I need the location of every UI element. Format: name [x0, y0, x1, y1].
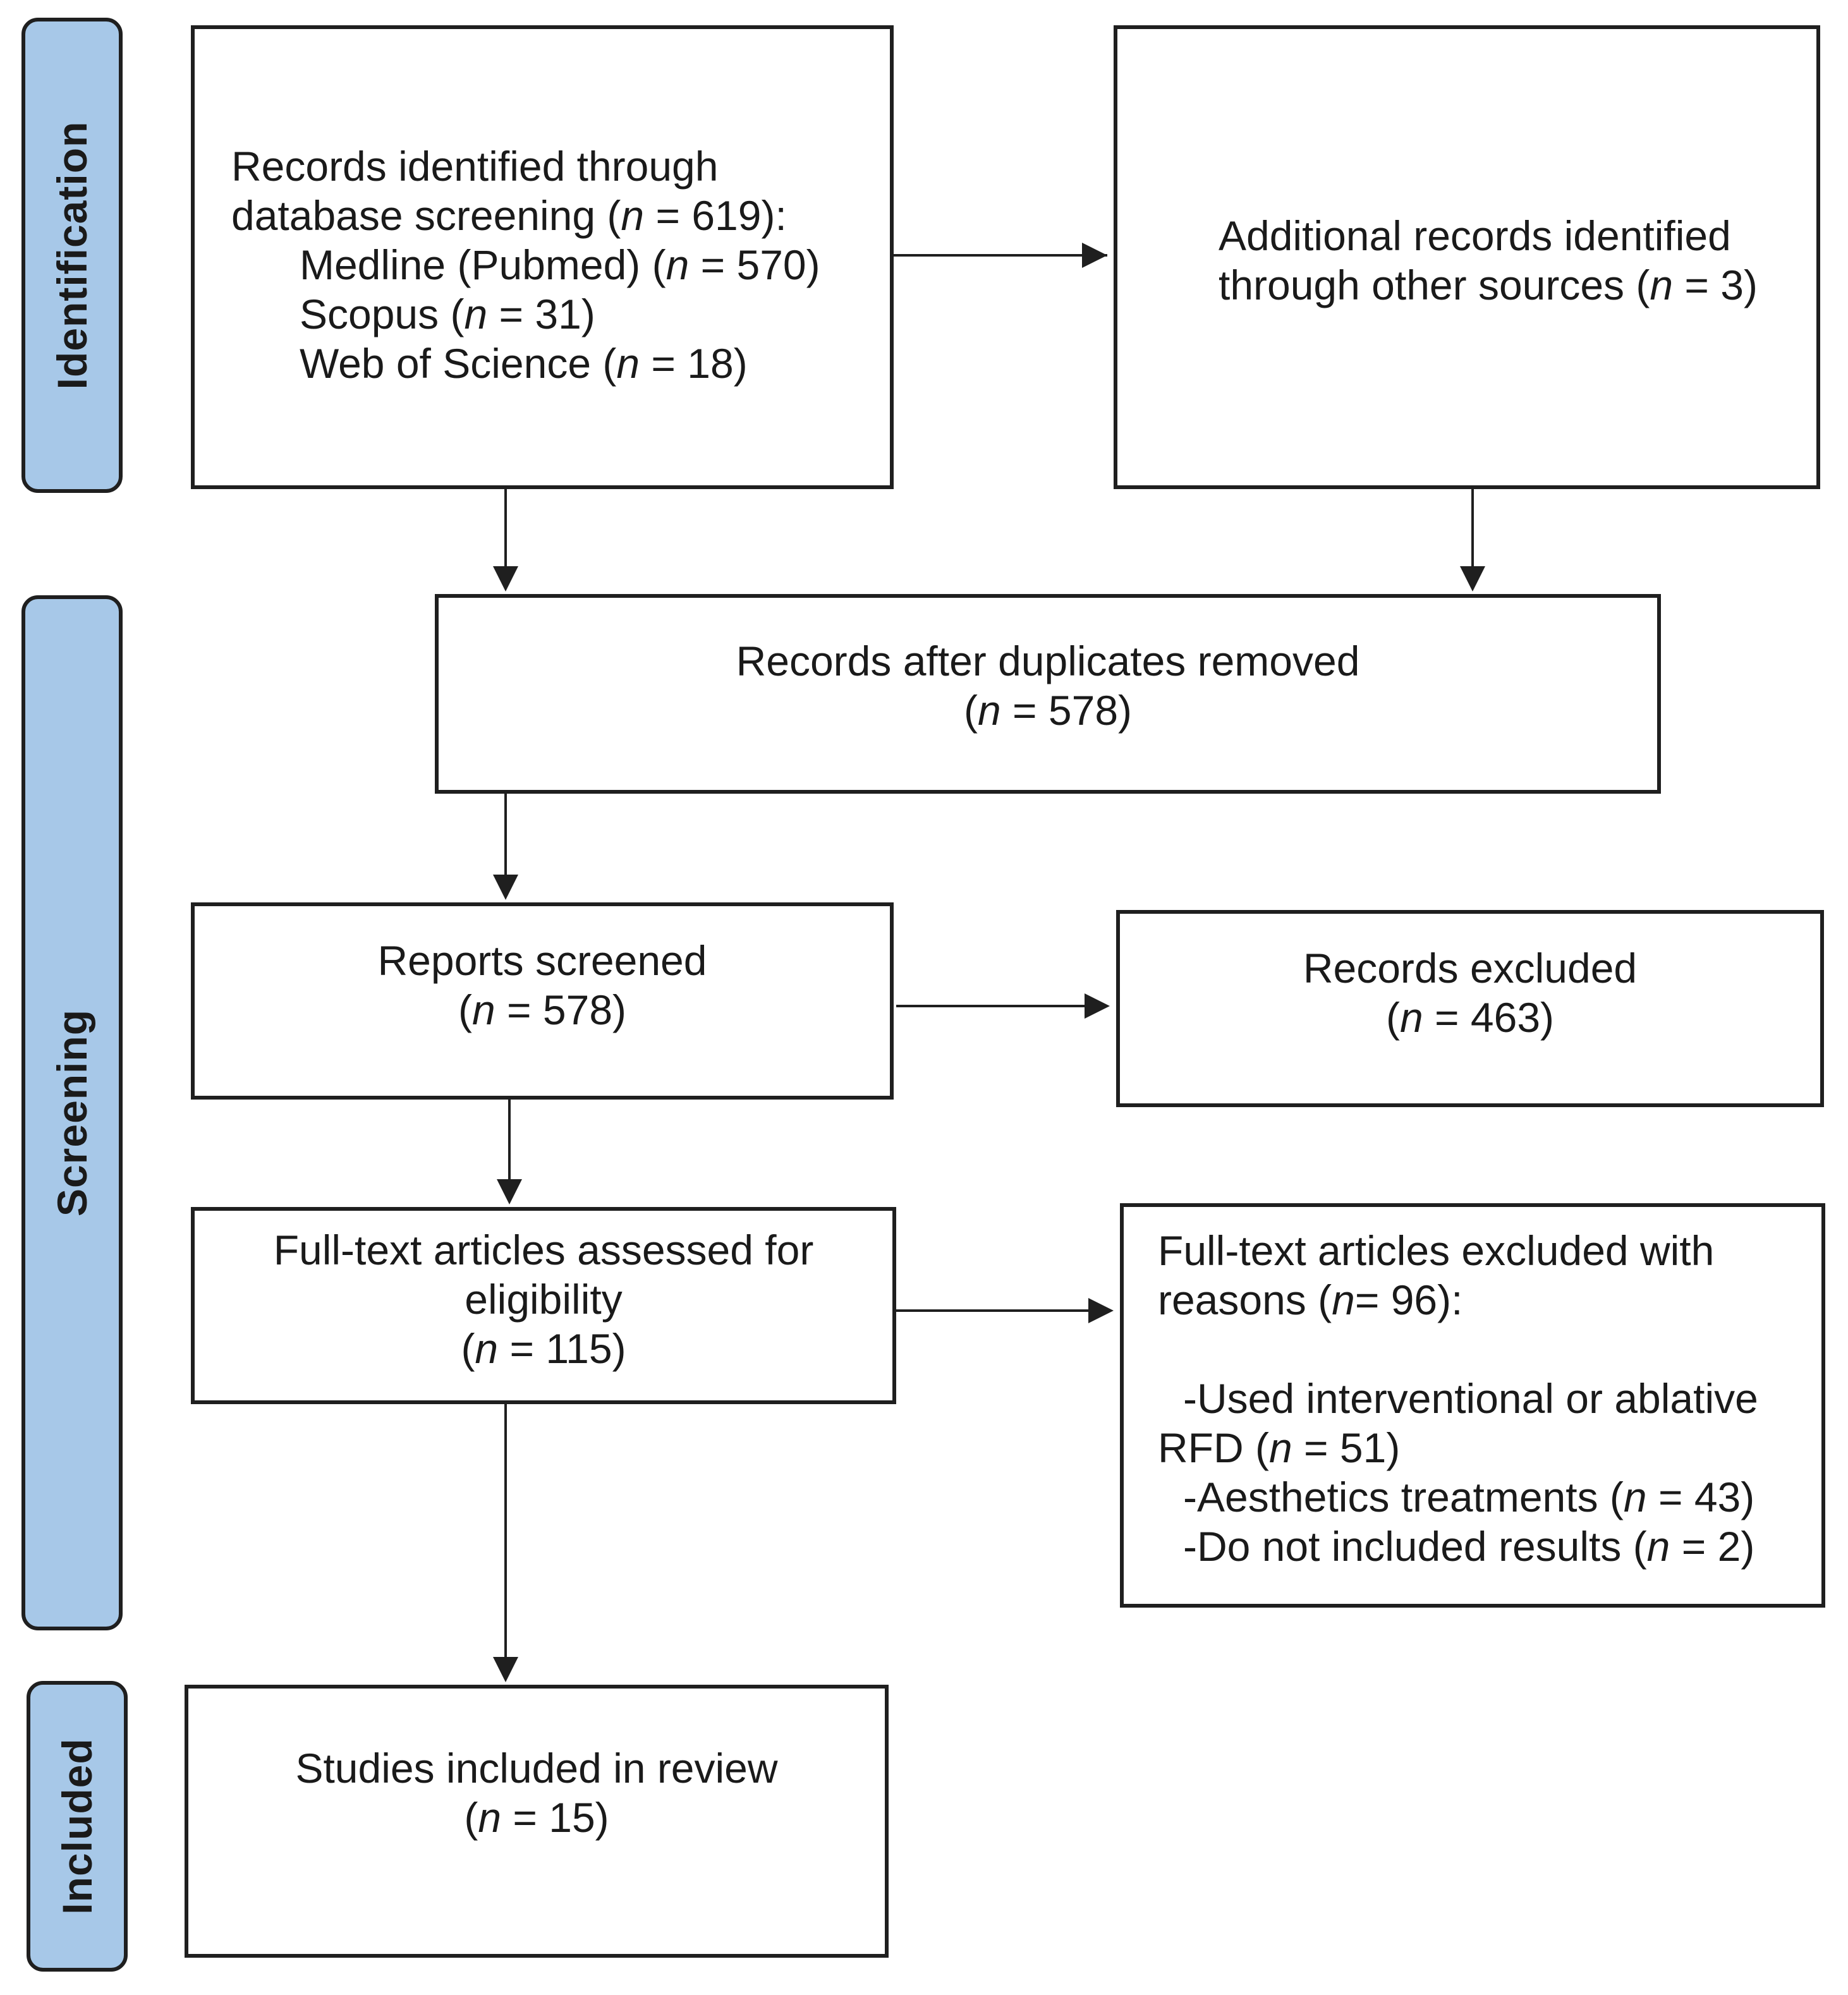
duplicates-line2: (n = 578): [963, 687, 1133, 734]
box-reports-screened: Reports screened (n = 578): [191, 902, 894, 1100]
identified-web-of-science: Web of Science (n = 18): [300, 340, 748, 387]
included-line2: (n = 15): [464, 1794, 609, 1841]
screened-line2: (n = 578): [458, 986, 627, 1033]
identified-medline: Medline (Pubmed) (n = 570): [300, 241, 820, 288]
phase-identification: Identification: [21, 18, 123, 493]
ft-excluded-line1: Full-text articles excluded with: [1158, 1227, 1715, 1274]
ft-excluded-reason3: -Do not included results (n = 2): [1183, 1523, 1755, 1570]
ft-excluded-reason1b: RFD (n = 51): [1158, 1424, 1401, 1471]
ft-excluded-reason1a: -Used interventional or ablative: [1183, 1375, 1758, 1422]
excluded-line1: Records excluded: [1303, 945, 1638, 991]
ft-excluded-reason2: -Aesthetics treatments (n = 43): [1183, 1474, 1755, 1520]
ft-excluded-line2: reasons (n= 96):: [1158, 1276, 1463, 1323]
box-records-excluded: Records excluded (n = 463): [1116, 910, 1824, 1107]
additional-line1: Additional records identified: [1219, 212, 1731, 259]
box-fulltext-excluded: Full-text articles excluded with reasons…: [1120, 1203, 1825, 1608]
box-records-after-duplicates: Records after duplicates removed (n = 57…: [435, 594, 1661, 794]
duplicates-line1: Records after duplicates removed: [736, 638, 1360, 684]
excluded-line2: (n = 463): [1385, 994, 1555, 1041]
screened-line1: Reports screened: [377, 937, 707, 984]
identified-line2: database screening (n = 619):: [231, 192, 787, 239]
identified-scopus: Scopus (n = 31): [300, 291, 595, 337]
fulltext-line1: Full-text articles assessed for: [273, 1227, 814, 1273]
phase-included: Included: [27, 1681, 128, 1972]
fulltext-line2: eligibility: [465, 1276, 623, 1323]
box-additional-records: Additional records identified through ot…: [1114, 25, 1820, 489]
included-line1: Studies included in review: [295, 1745, 778, 1792]
box-fulltext-assessed: Full-text articles assessed for eligibil…: [191, 1207, 896, 1404]
phase-screening: Screening: [21, 595, 123, 1630]
fulltext-line3: (n = 115): [461, 1325, 626, 1372]
identified-line1: Records identified through: [231, 143, 719, 190]
additional-line2: through other sources (n = 3): [1219, 262, 1758, 308]
box-studies-included: Studies included in review (n = 15): [185, 1685, 889, 1958]
box-records-identified: Records identified through database scre…: [191, 25, 894, 489]
